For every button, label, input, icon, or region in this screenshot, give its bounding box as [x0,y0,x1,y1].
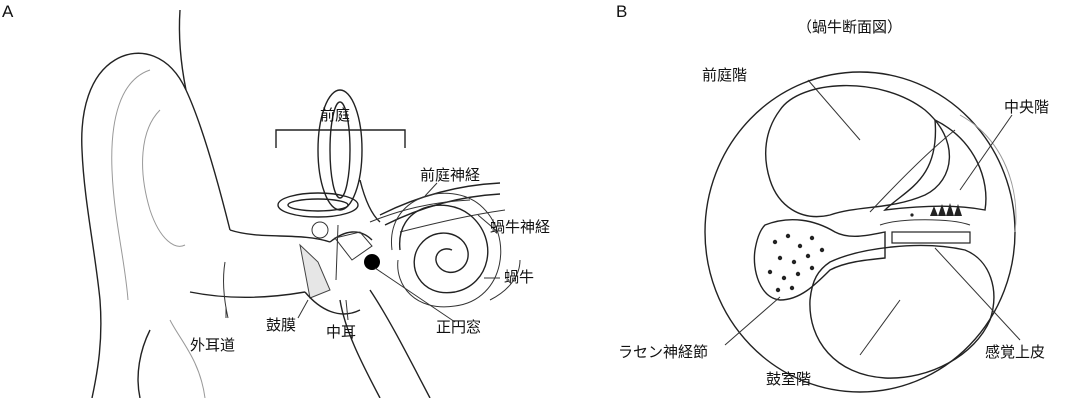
eardrum-shape [300,245,330,298]
label-vestibular-nerve: 前庭神経 [420,168,480,183]
sensory-epithelium-box [892,232,970,243]
nerve-bundle [370,183,505,232]
hair-cells [910,203,962,217]
panel-b-letter: B [616,3,627,20]
scala-media-shape [885,120,986,210]
label-ear-canal: 外耳道 [190,338,235,353]
leader-lines-b [725,80,1020,355]
label-spiral-ganglion: ラセン神経節 [618,345,708,360]
label-round-window: 正円窓 [436,320,481,335]
label-sensory-epithelium: 感覚上皮 [985,345,1045,360]
spiral-ganglion-shape [754,220,885,300]
cross-section-caption: （蝸牛断面図） [797,20,902,35]
label-scala-media: 中央階 [1004,100,1049,115]
label-cochlea: 蝸牛 [504,270,534,285]
label-eardrum: 鼓膜 [266,318,296,333]
label-middle-ear: 中耳 [326,325,356,340]
panel-a-letter: A [2,3,13,20]
cochlea-cross-section [705,72,1016,392]
scala-tympani-shape [810,246,994,379]
label-cochlear-nerve: 蝸牛神経 [490,220,550,235]
vestibule-bracket [276,130,405,148]
label-scala-tympani: 鼓室階 [766,372,811,387]
scala-vestibuli-shape [766,86,950,217]
label-scala-vestibuli: 前庭階 [702,68,747,83]
round-window-shape [364,254,380,270]
middle-ear-shape [305,222,430,398]
label-vestibule: 前庭 [320,108,350,123]
